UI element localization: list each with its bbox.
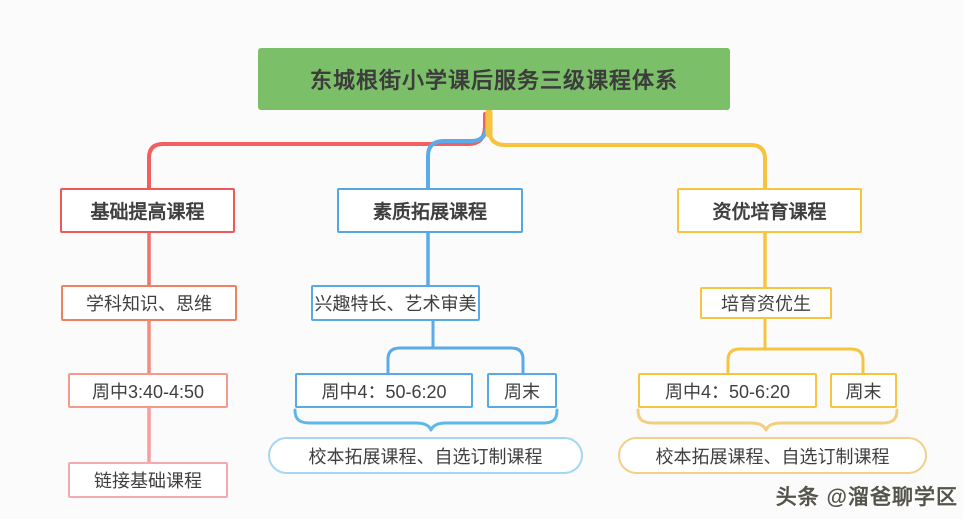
node-basic-link: 链接基础课程: [68, 462, 228, 498]
node-gifted-schedule-weekday: 周中4：50-6:20: [638, 373, 817, 408]
node-quality-course: 素质拓展课程: [337, 188, 523, 233]
root-connector-red: [147, 112, 487, 192]
blue-fork: [386, 346, 525, 377]
node-gifted-content: 培育资优生: [700, 287, 832, 319]
node-gifted-schedule-weekend: 周末: [830, 373, 897, 408]
watermark: 头条 @溜爸聊学区: [775, 486, 958, 509]
yellow-fork: [726, 347, 865, 377]
diagram-title: 东城根街小学课后服务三级课程体系: [258, 48, 730, 110]
node-gifted-course-types: 校本拓展课程、自选订制课程: [618, 437, 927, 474]
node-basic-course: 基础提高课程: [60, 188, 235, 233]
yellow-brace: [636, 408, 899, 432]
node-gifted-course: 资优培育课程: [677, 188, 862, 233]
blue-brace: [293, 408, 559, 432]
root-connector-blue: [426, 112, 489, 192]
node-quality-course-types: 校本拓展课程、自选订制课程: [268, 437, 583, 474]
node-basic-schedule: 周中3:40-4:50: [68, 373, 228, 408]
node-quality-schedule-weekend: 周末: [487, 373, 557, 408]
root-connector-yellow: [487, 110, 767, 192]
node-quality-content: 兴趣特长、艺术审美: [311, 285, 480, 321]
node-quality-schedule-weekday: 周中4：50-6:20: [295, 373, 473, 408]
node-basic-content: 学科知识、思维: [61, 285, 237, 321]
